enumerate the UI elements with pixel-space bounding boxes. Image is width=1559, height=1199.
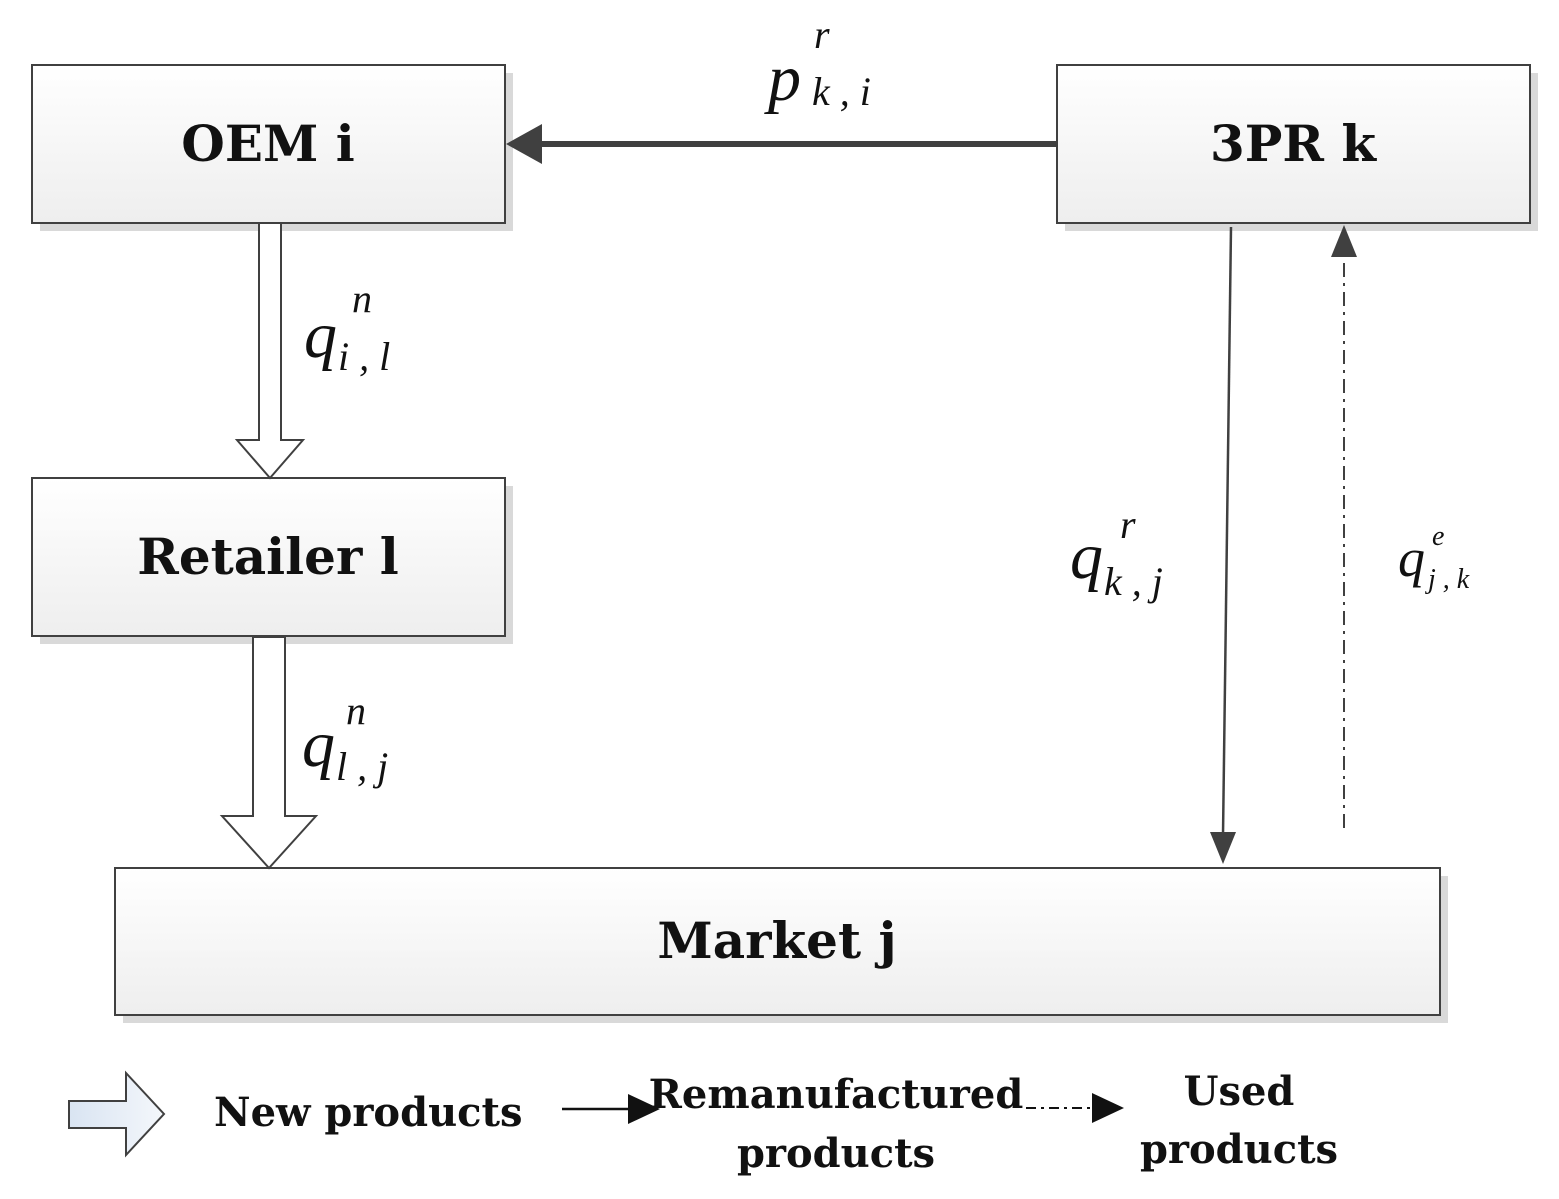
- price-arrow: [506, 124, 1057, 164]
- label-p-k-i: p r k , i: [764, 12, 871, 115]
- new-products-arrow-retailer-market: [219, 636, 319, 870]
- label-q-k-j: q r k , j: [1070, 502, 1163, 604]
- label-q-i-l-sub: i , l: [338, 334, 390, 379]
- legend-used-line2: products: [1140, 1126, 1338, 1173]
- label-q-j-k-base: q: [1398, 528, 1425, 588]
- label-q-i-l: q n i , l: [304, 276, 390, 379]
- label-q-l-j: q n l , j: [302, 688, 388, 789]
- label-p-k-i-sub: k , i: [812, 69, 871, 114]
- retailer-box: Retailer l: [31, 477, 513, 644]
- label-p-k-i-base: p: [764, 42, 801, 115]
- legend-used-line1: Used: [1184, 1068, 1295, 1115]
- market-label: Market j: [657, 911, 896, 970]
- legend-new-products: New products: [214, 1089, 523, 1136]
- threepr-box: 3PR k: [1056, 64, 1538, 231]
- label-p-k-i-sup: r: [814, 12, 830, 57]
- dash-dot-arrow-icon: [1026, 1093, 1124, 1123]
- hollow-block-arrow-icon: [68, 1070, 166, 1158]
- threepr-label: 3PR k: [1210, 114, 1377, 173]
- legend: New products Remanufactured products Use…: [68, 1068, 1338, 1177]
- solid-arrow-icon: [562, 1094, 660, 1124]
- oem-label: OEM i: [181, 114, 354, 173]
- label-q-i-l-sup: n: [352, 276, 372, 321]
- remanufactured-arrow: [1210, 226, 1236, 864]
- market-box: Market j: [114, 867, 1448, 1023]
- label-q-k-j-sub: k , j: [1104, 559, 1163, 604]
- label-q-l-j-sup: n: [346, 688, 366, 733]
- label-q-j-k-sup: e: [1432, 521, 1444, 552]
- label-q-k-j-base: q: [1070, 520, 1103, 593]
- oem-box: OEM i: [31, 64, 513, 231]
- label-q-i-l-base: q: [304, 299, 337, 372]
- legend-remanufactured-line1: Remanufactured: [649, 1071, 1024, 1118]
- label-q-j-k: q e j , k: [1398, 521, 1470, 595]
- label-q-l-j-base: q: [302, 708, 335, 781]
- legend-remanufactured-line2: products: [737, 1130, 935, 1177]
- label-q-l-j-sub: l , j: [336, 744, 388, 789]
- used-products-arrow: [1331, 225, 1357, 828]
- retailer-label: Retailer l: [137, 527, 398, 586]
- new-products-arrow-oem-retailer: [234, 222, 306, 480]
- label-q-k-j-sup: r: [1120, 502, 1136, 547]
- label-q-j-k-sub: j , k: [1425, 564, 1470, 595]
